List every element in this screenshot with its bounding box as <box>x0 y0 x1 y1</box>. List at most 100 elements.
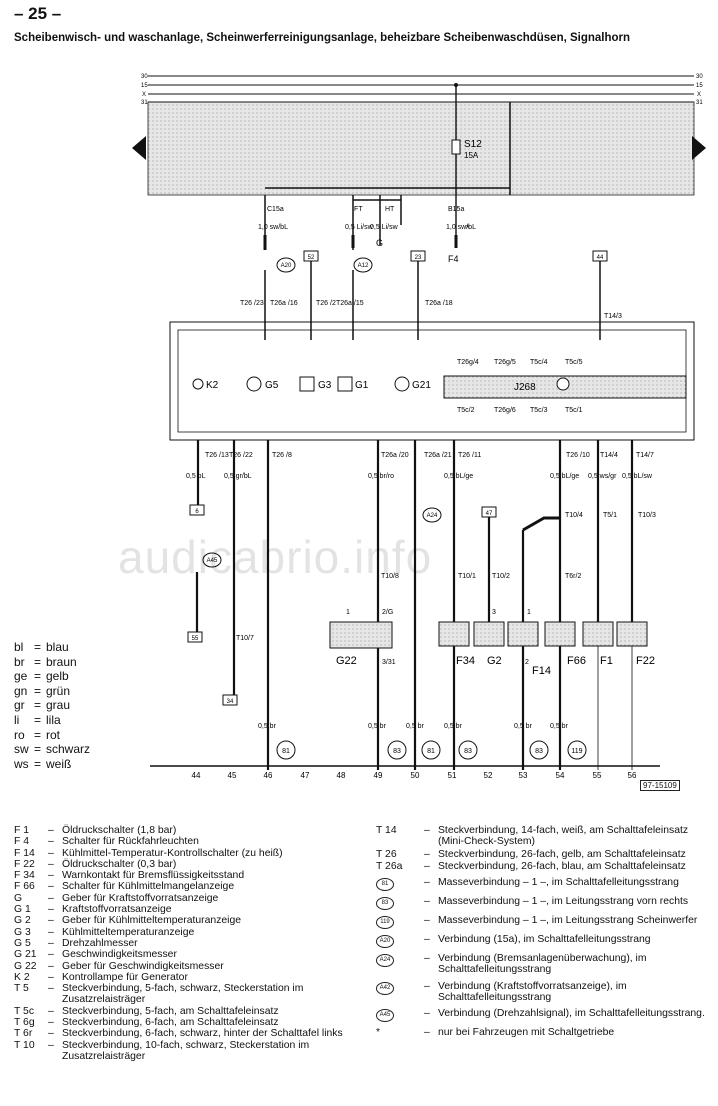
ground-wire-label: 0,5 br <box>514 723 533 730</box>
left-arrow-icon <box>132 136 146 160</box>
legend-row: F 4–Schalter für Rückfahrleuchten <box>14 836 199 848</box>
track-number: 52 <box>484 771 493 780</box>
legend-row: T 5–Steckverbindung, 5-fach, schwarz, St… <box>14 983 304 1006</box>
ref-box-label: 52 <box>308 255 315 261</box>
connector-ht: HT <box>385 206 395 213</box>
legend-row: T 5c–Steckverbindung, 5-fach, am Schaltt… <box>14 1005 279 1017</box>
cluster-pin: T5c/3 <box>530 407 548 414</box>
wire-label: 1,0 sw/bL <box>446 224 476 231</box>
track-number: 46 <box>264 771 273 780</box>
page-title: Scheibenwisch- und waschanlage, Scheinwe… <box>14 32 631 44</box>
color-legend-row: li=lila <box>14 712 61 727</box>
pin-label: T26a /20 <box>381 452 409 459</box>
splice-a20-icon: A20 <box>376 935 394 949</box>
ground-label: 81 <box>282 748 290 755</box>
ground-label: 83 <box>393 748 401 755</box>
wire-label: 1,0 sw/bL <box>258 224 288 231</box>
track-number: 48 <box>337 771 346 780</box>
legend-row: T 6g–Steckverbindung, 6-fach, am Schaltt… <box>14 1017 279 1029</box>
legend-row: F 1–Öldruckschalter (1,8 bar) <box>14 825 177 836</box>
ref-box-label: 55 <box>192 636 199 642</box>
pin-label: T26a /15 <box>336 300 364 307</box>
bus-label-x-right: X <box>697 92 701 98</box>
bus-label-30-right: 30 <box>696 74 703 80</box>
track-number: 55 <box>593 771 602 780</box>
cluster-label: G21 <box>412 380 431 391</box>
connector-note: T10/7 <box>236 635 254 642</box>
ref-box-55 <box>187 631 203 643</box>
connector-note: T10/2 <box>492 573 510 580</box>
legend-row: T 26–Steckverbindung, 26-fach, gelb, am … <box>376 848 686 860</box>
cluster-pin: T26g/4 <box>457 359 479 366</box>
fuse-s12 <box>451 139 461 155</box>
fuse-label: S12 <box>464 139 482 150</box>
pin-label: T26a /21 <box>424 452 452 459</box>
cluster-pin: T5c/5 <box>565 359 583 366</box>
f22-switch <box>616 621 648 647</box>
ref-box-label: 6 <box>195 509 199 515</box>
component-label: F1 <box>600 655 613 667</box>
cluster-pin: T5c/4 <box>530 359 548 366</box>
legend-row: G–Geber für Kraftstoffvorratsanzeige <box>14 892 219 904</box>
bus-label-31-right: 31 <box>696 100 703 106</box>
wire-label: 0,5 bL <box>186 473 206 480</box>
legend-row: 119–Masseverbindung – 1 –, im Leitungsst… <box>376 915 706 930</box>
connector-note: 3/31 <box>382 659 396 666</box>
page-number: – 25 – <box>14 4 62 23</box>
ref-box-label: 44 <box>597 255 604 261</box>
connector-c15a: C15a <box>267 206 284 213</box>
track-number: 49 <box>374 771 383 780</box>
ground-81 <box>276 740 296 760</box>
splice-label: A20 <box>281 263 292 269</box>
track-number: 54 <box>556 771 565 780</box>
ground-wire-label: 0,5 br <box>258 723 277 730</box>
relay-carrier-area <box>147 101 695 196</box>
track-number: 56 <box>628 771 637 780</box>
ground-119 <box>567 740 587 760</box>
g21-speedometer-icon <box>394 376 410 392</box>
component-label: G2 <box>487 655 502 667</box>
g5-tachometer-icon <box>246 376 262 392</box>
fuse-rating: 15A <box>464 151 479 160</box>
connector-note: T10/1 <box>458 573 476 580</box>
ground-label: 83 <box>535 748 543 755</box>
g1-fuel-gauge-icon <box>337 376 353 392</box>
splice-label: A12 <box>358 263 369 269</box>
component-legend-right: T 14–Steckverbindung, 14-fach, weiß, am … <box>376 825 706 1044</box>
wire-label: 0,5 bL/sw <box>622 473 653 480</box>
track-number: 51 <box>448 771 457 780</box>
pin-label: T26 /10 <box>566 452 590 459</box>
pin-label: T26 /22 <box>229 452 253 459</box>
track-number: 47 <box>301 771 310 780</box>
cluster-pin: T26g/6 <box>494 407 516 414</box>
ground-83 <box>387 740 407 760</box>
color-legend-row: sw=schwarz <box>14 742 91 757</box>
legend-row: G 21–Geschwindigkeitsmesser <box>14 949 177 961</box>
splice-a20 <box>276 257 296 273</box>
splice-a24-icon: A24 <box>376 954 394 968</box>
connector-note: T10/8 <box>381 573 399 580</box>
pin-label: T26 /13 <box>205 452 229 459</box>
bus-label-15-right: 15 <box>696 83 703 89</box>
connector-b15a: B15a <box>448 206 464 213</box>
pin-label: T26 /8 <box>272 452 292 459</box>
cluster-label: J268 <box>514 382 536 393</box>
legend-row: F 34–Warnkontakt für Bremsflüssigkeitsst… <box>14 870 245 882</box>
legend-row: G 5–Drehzahlmesser <box>14 937 138 949</box>
ref-box-label: 34 <box>227 699 234 705</box>
ref-box-label: 47 <box>486 511 493 517</box>
g3-temp-gauge-icon <box>299 376 315 392</box>
j268-lamp-icon <box>556 377 570 391</box>
ground-81-icon: 81 <box>376 878 394 892</box>
component-legend-left: F 1–Öldruckschalter (1,8 bar) F 4–Schalt… <box>14 825 344 1062</box>
cluster-pin: T5c/1 <box>565 407 583 414</box>
splice-a45-icon: A45 <box>376 1009 394 1023</box>
wire-label: 0,5 Li/sw <box>370 224 399 231</box>
wire-label: 0,5 bL/ge <box>550 473 579 480</box>
legend-row: A24–Verbindung (Bremsanlagenüberwachung)… <box>376 953 706 976</box>
legend-row: F 14–Kühlmittel-Temperatur-Kontrollschal… <box>14 847 283 859</box>
connector-note: 2 <box>525 659 529 666</box>
ground-wire-label: 0,5 br <box>406 723 425 730</box>
component-label: F66 <box>567 655 586 667</box>
pin-label: T26 /2 <box>316 300 336 307</box>
